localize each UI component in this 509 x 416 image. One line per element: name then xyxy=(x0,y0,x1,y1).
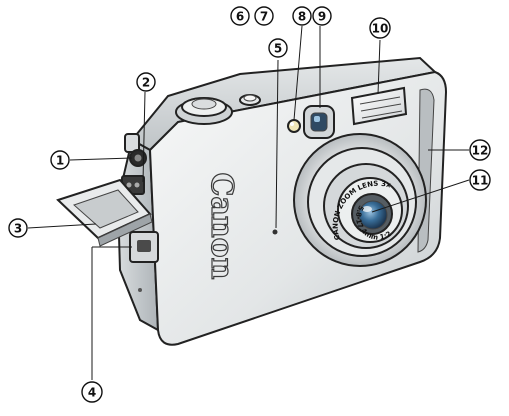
wrist-strap-mount xyxy=(129,231,159,263)
terminal-cover-inner xyxy=(73,189,139,229)
brand-logo: Canon xyxy=(204,173,239,280)
callout-10: 10 xyxy=(369,17,391,39)
callout-3: 3 xyxy=(8,218,28,238)
callout-5: 5 xyxy=(268,38,288,58)
callout-6: 6 xyxy=(230,6,250,26)
callout-4: 4 xyxy=(81,381,103,403)
leader-lines xyxy=(27,25,470,380)
tripod-dot xyxy=(138,288,142,292)
microphone xyxy=(272,229,278,235)
callout-11: 11 xyxy=(469,169,491,191)
callout-1: 1 xyxy=(50,150,70,170)
callout-9: 9 xyxy=(312,6,332,26)
svg-text:10: 10 xyxy=(372,22,389,36)
callout-2: 2 xyxy=(136,72,156,92)
svg-text:4: 4 xyxy=(88,386,96,400)
svg-text:11: 11 xyxy=(472,174,489,188)
callout-7: 7 xyxy=(254,6,274,26)
svg-text:9: 9 xyxy=(318,10,326,24)
svg-text:12: 12 xyxy=(472,144,489,158)
viewfinder-window xyxy=(303,105,335,139)
svg-text:5: 5 xyxy=(274,42,282,56)
terminal-cover-hinge xyxy=(97,213,153,247)
power-button xyxy=(239,94,261,106)
svg-text:8: 8 xyxy=(298,10,306,24)
shutter-button-assembly xyxy=(175,97,233,125)
flash xyxy=(350,86,408,126)
svg-text:2: 2 xyxy=(142,76,150,90)
callouts: 1 2 3 4 5 6 7 8 xyxy=(8,6,491,403)
af-assist-lamp xyxy=(287,119,301,133)
callout-12: 12 xyxy=(469,139,491,161)
callout-8: 8 xyxy=(292,6,312,26)
svg-text:1: 1 xyxy=(56,154,64,168)
svg-text:6: 6 xyxy=(236,10,244,24)
svg-text:3: 3 xyxy=(14,222,22,236)
svg-text:7: 7 xyxy=(260,10,268,24)
